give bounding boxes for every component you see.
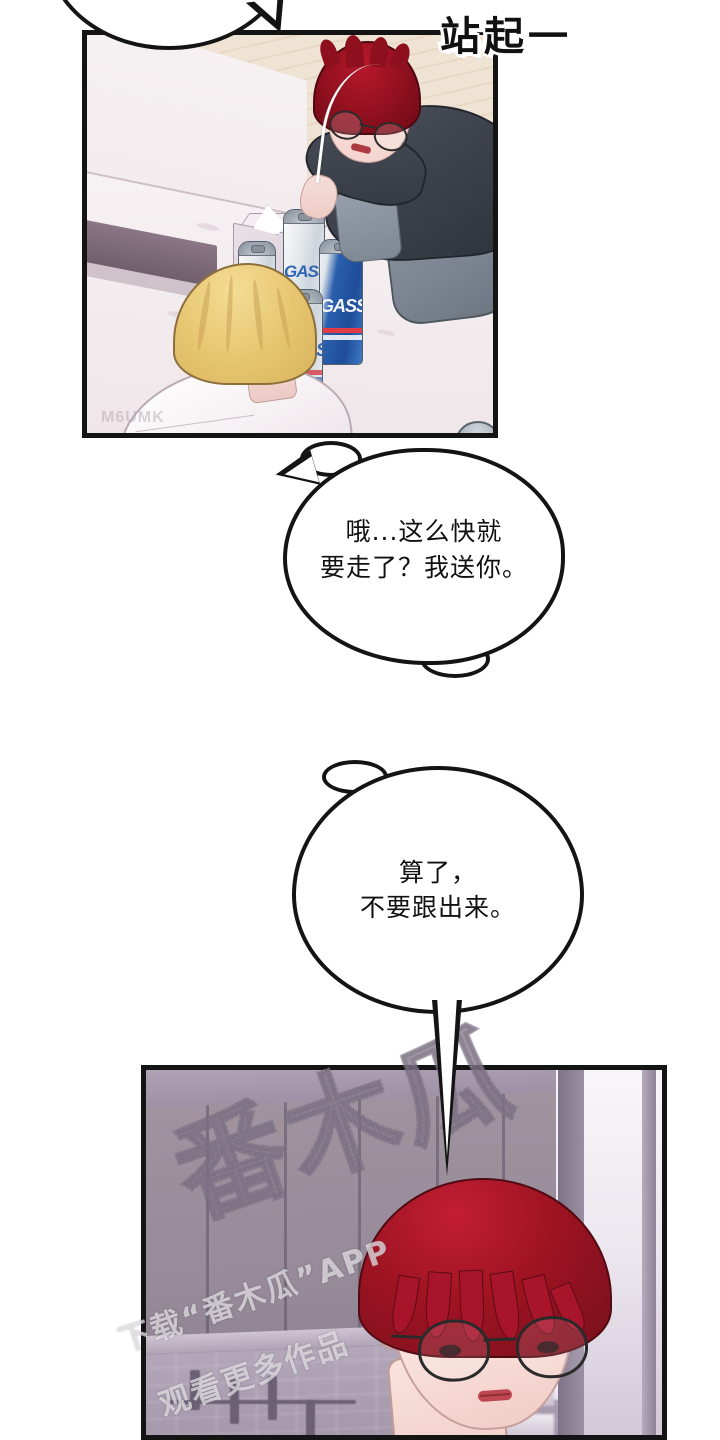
speech-bubble-1-text: 哦...这么快就 要走了？我送你。 [319, 517, 528, 582]
speech-bubble-cutoff-tail-inner [248, 0, 282, 24]
utensil-whisk [268, 1376, 277, 1420]
redhead-standing-hair [313, 35, 421, 135]
speech-bubble-2-tail-inner [437, 996, 457, 1156]
utensil-rail [166, 1400, 356, 1404]
speech-bubble-1: 哦...这么快就 要走了？我送你。 [283, 448, 565, 665]
speech-bubble-2-text: 算了， 不要跟出来。 [359, 857, 516, 923]
comic-panel-1: GASS GASS GASS GASS [82, 30, 498, 438]
utensil-ladle [190, 1370, 200, 1410]
panel-watermark-small: M6UMK [101, 409, 165, 426]
sound-effect-text: 站起一 [440, 14, 572, 60]
utensil-spoon [306, 1400, 315, 1435]
comic-panel-2 [141, 1065, 667, 1440]
utensil-spatula [230, 1378, 239, 1424]
redhead-closeup [356, 1178, 646, 1435]
speech-bubble-2: 算了， 不要跟出来。 [292, 766, 584, 1014]
blonde-character-hair [173, 263, 317, 385]
door-frame-outer [642, 1070, 656, 1435]
redhead-closeup-glasses [391, 1314, 590, 1383]
